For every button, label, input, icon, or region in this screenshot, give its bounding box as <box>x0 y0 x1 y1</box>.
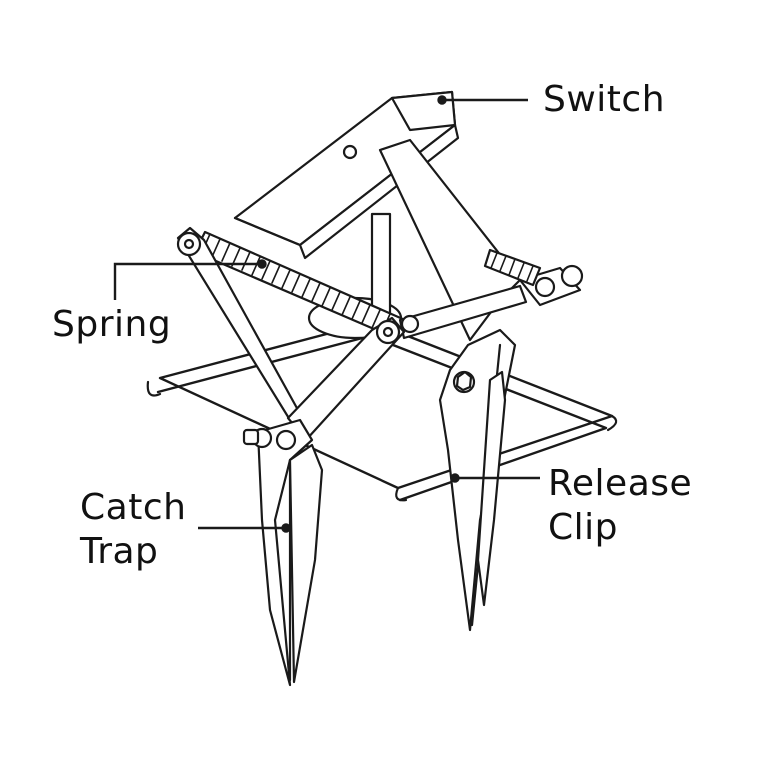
label-spring: Spring <box>52 303 171 347</box>
label-release-clip-line1: Release <box>548 463 693 504</box>
label-spring-text: Spring <box>52 304 172 345</box>
leader-release-clip <box>450 473 540 483</box>
label-switch: Switch <box>543 78 665 122</box>
leader-switch <box>437 95 528 105</box>
front-jaw <box>176 226 406 687</box>
label-release-clip: Release Clip <box>548 462 692 550</box>
label-catch-trap: Catch Trap <box>80 486 186 574</box>
leader-spring <box>113 259 267 300</box>
label-release-clip-line2: Clip <box>548 507 618 548</box>
leader-catch-trap <box>198 523 291 533</box>
label-switch-text: Switch <box>543 79 666 120</box>
label-catch-trap-line1: Catch <box>80 487 187 528</box>
rear-jaw <box>378 138 584 632</box>
label-catch-trap-line2: Trap <box>80 531 159 572</box>
